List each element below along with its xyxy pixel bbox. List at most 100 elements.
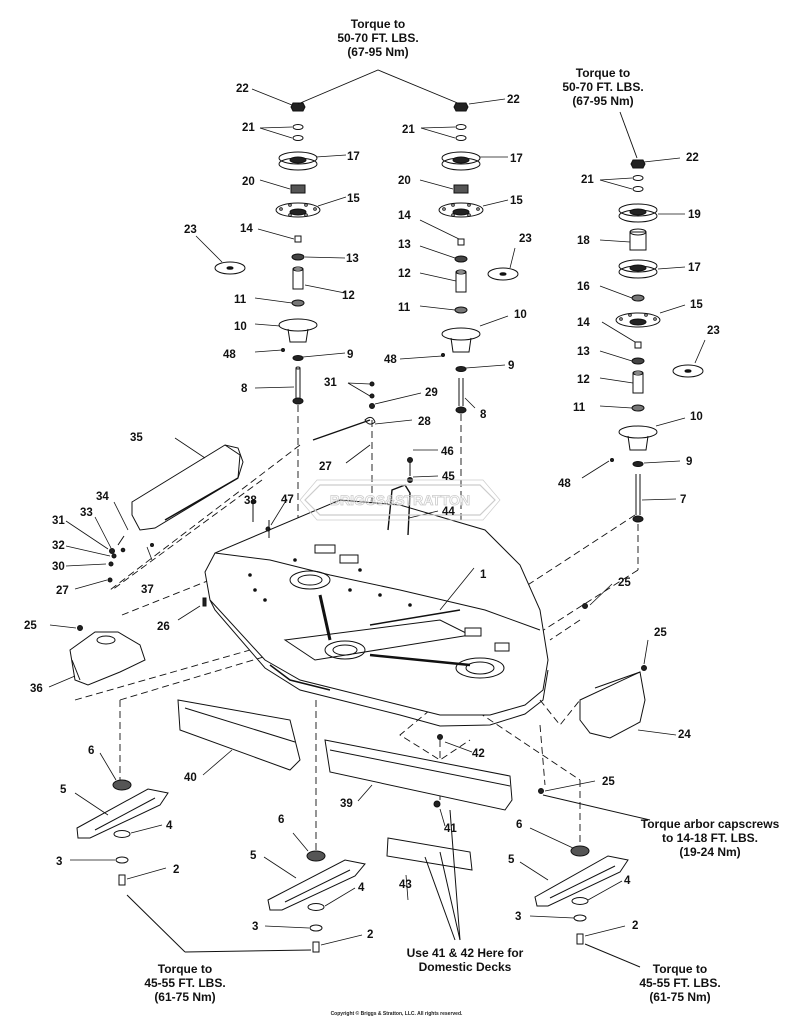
callout: 2 <box>632 920 638 932</box>
callout: 42 <box>472 748 485 760</box>
callout: 6 <box>88 745 94 757</box>
callout: 46 <box>441 446 454 458</box>
spindle-right <box>610 159 661 523</box>
callout: 11 <box>398 302 411 314</box>
callout: 20 <box>242 176 255 188</box>
callout: 39 <box>340 798 353 810</box>
callout: 4 <box>358 882 365 894</box>
callout: 17 <box>347 151 360 163</box>
callout: 1 <box>480 569 487 581</box>
callout: 11 <box>234 294 247 306</box>
callout: 15 <box>690 299 703 311</box>
callout: 31 <box>52 515 65 527</box>
callout: 14 <box>240 223 253 235</box>
blade-left <box>76 779 169 886</box>
callout: 6 <box>278 814 284 826</box>
callout: 15 <box>347 193 360 205</box>
callout: 22 <box>686 152 699 164</box>
callout: 44 <box>442 506 455 518</box>
note-torque-blade-left: Torque to 45-55 FT. LBS. (61-75 Nm) <box>144 962 226 1004</box>
callout: 28 <box>418 416 431 428</box>
callout: 48 <box>384 354 397 366</box>
mount-bracket <box>69 631 146 686</box>
side-cover <box>579 671 646 739</box>
callout: 3 <box>515 911 521 923</box>
callout: 16 <box>577 281 590 293</box>
callout: 32 <box>52 540 65 552</box>
callout: 22 <box>236 83 249 95</box>
callout: 10 <box>234 321 247 333</box>
copyright: Copyright © Briggs & Stratton, LLC. All … <box>330 1011 463 1017</box>
baffle-40 <box>177 699 301 771</box>
note-torque-arbor: Torque arbor capscrews to 14-18 FT. LBS.… <box>640 817 780 859</box>
callout: 25 <box>654 627 667 639</box>
callout: 48 <box>558 478 571 490</box>
callout: 23 <box>519 233 532 245</box>
callout: 2 <box>367 929 373 941</box>
callout: 19 <box>688 209 701 221</box>
callout: 25 <box>24 620 37 632</box>
watermark <box>299 479 501 521</box>
callout: 18 <box>577 235 590 247</box>
callout: 31 <box>324 377 337 389</box>
callout: 20 <box>398 175 411 187</box>
callout: 2 <box>173 864 179 876</box>
callout: 13 <box>577 346 590 358</box>
callout: 48 <box>223 349 236 361</box>
callout: 10 <box>690 411 703 423</box>
callout: 10 <box>514 309 527 321</box>
callout: 17 <box>510 153 523 165</box>
callout: 29 <box>425 387 438 399</box>
callout: 24 <box>678 729 691 741</box>
spindle-left <box>275 102 321 405</box>
callout: 4 <box>624 875 631 887</box>
note-torque-top: Torque to 50-70 FT. LBS. (67-95 Nm) <box>337 17 419 59</box>
callout: 41 <box>444 823 457 835</box>
callout: 30 <box>52 561 65 573</box>
callout: 27 <box>56 585 69 597</box>
callout: 21 <box>402 124 415 136</box>
callout: 22 <box>507 94 520 106</box>
blade-middle <box>267 850 366 953</box>
baffle-39 <box>324 739 513 811</box>
callout: 36 <box>30 683 43 695</box>
callout: 26 <box>157 621 170 633</box>
callout: 5 <box>60 784 67 796</box>
callout: 38 <box>244 495 257 507</box>
callout: 12 <box>342 290 355 302</box>
callout: 40 <box>184 772 197 784</box>
callout: 6 <box>516 819 522 831</box>
callout: 21 <box>242 122 255 134</box>
callout: 23 <box>184 224 197 236</box>
callout: 15 <box>510 195 523 207</box>
callout: 9 <box>686 456 692 468</box>
callout: 13 <box>346 253 359 265</box>
belt-cover <box>131 444 244 531</box>
callout: 3 <box>252 921 258 933</box>
callout: 14 <box>398 210 411 222</box>
callout: 11 <box>573 402 586 414</box>
note-torque-right: Torque to 50-70 FT. LBS. (67-95 Nm) <box>562 66 644 108</box>
strip-43 <box>386 837 473 871</box>
callout: 7 <box>680 494 686 506</box>
callout: 37 <box>141 584 154 596</box>
callout: 17 <box>688 262 701 274</box>
callout: 25 <box>602 776 615 788</box>
callout: 5 <box>250 850 257 862</box>
callout: 8 <box>480 409 487 421</box>
callout: 9 <box>508 360 514 372</box>
callout: 25 <box>618 577 631 589</box>
callout: 14 <box>577 317 590 329</box>
callout: 47 <box>281 494 294 506</box>
callout: 21 <box>581 174 594 186</box>
callout: 4 <box>166 820 173 832</box>
note-domestic-decks: Use 41 & 42 Here for Domestic Decks <box>406 946 524 974</box>
callout: 34 <box>96 491 109 503</box>
callout: 12 <box>577 374 590 386</box>
spindle-middle <box>438 102 484 414</box>
callout: 33 <box>80 507 93 519</box>
callout: 3 <box>56 856 62 868</box>
watermark-text: BRIGGS&STRATTON <box>330 492 470 508</box>
callout: 9 <box>347 349 353 361</box>
